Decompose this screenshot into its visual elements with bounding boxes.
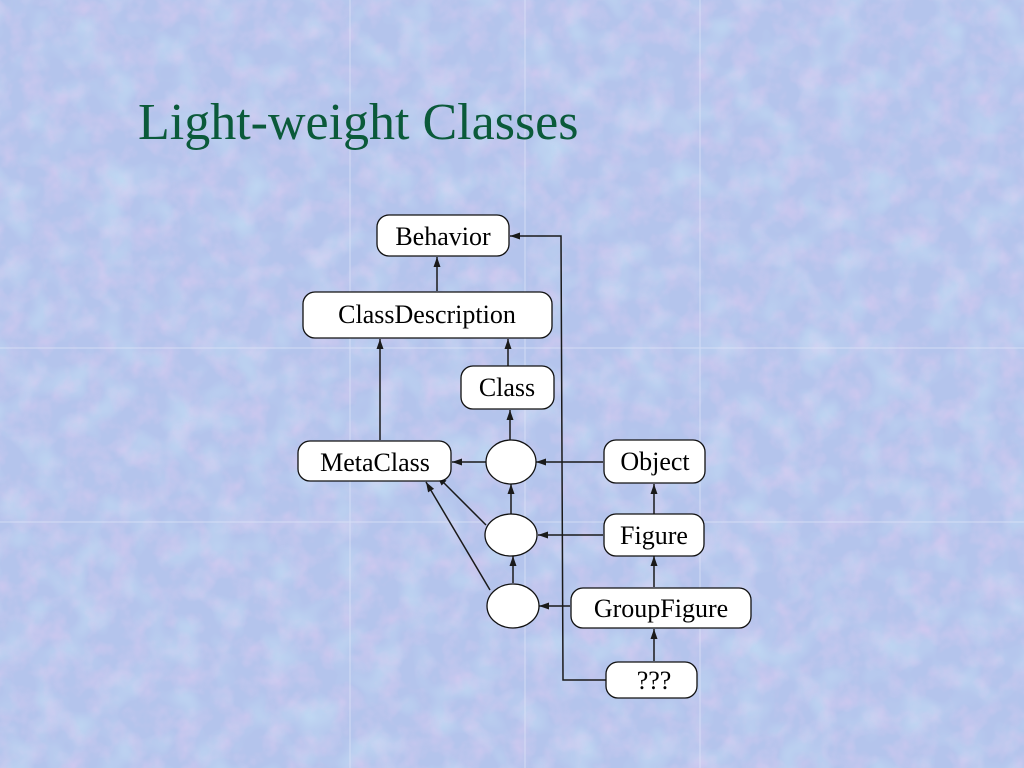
class-node-behavior[interactable]: Behavior <box>376 214 510 257</box>
class-node-unknown[interactable]: ??? <box>605 661 698 699</box>
node-label: Behavior <box>395 222 491 251</box>
metaclass-node-object[interactable] <box>485 439 537 485</box>
class-node-classdescription[interactable]: ClassDescription <box>302 291 553 339</box>
node-label: MetaClass <box>320 448 430 477</box>
node-label: ??? <box>637 666 672 695</box>
edge-unknown-to-behavior <box>510 232 606 681</box>
node-label: ClassDescription <box>338 300 516 329</box>
class-node-object[interactable]: Object <box>603 439 706 484</box>
metaclass-node-groupfigure[interactable] <box>486 583 540 629</box>
node-box <box>603 439 706 484</box>
node-box <box>605 661 698 699</box>
class-node-figure[interactable]: Figure <box>603 513 705 557</box>
node-label: Figure <box>620 521 688 550</box>
class-node-metaclass[interactable]: MetaClass <box>297 440 452 482</box>
class-node-groupfigure[interactable]: GroupFigure <box>570 587 752 629</box>
edge-meta-figure-to-metaclass <box>436 475 487 526</box>
class-node-class[interactable]: Class <box>460 365 555 410</box>
node-box <box>297 440 452 482</box>
node-label: Class <box>479 373 535 402</box>
node-box <box>376 214 510 257</box>
node-box <box>603 513 705 557</box>
node-box <box>460 365 555 410</box>
node-label: Object <box>620 447 690 476</box>
node-label: GroupFigure <box>594 594 728 623</box>
slide-title: Light-weight Classes <box>138 94 579 151</box>
metaclass-node-figure[interactable] <box>484 513 538 557</box>
node-box <box>570 587 752 629</box>
diagram-edges <box>376 232 658 681</box>
node-box <box>302 291 553 339</box>
edge-meta-groupfigure-to-metaclass <box>425 481 491 591</box>
